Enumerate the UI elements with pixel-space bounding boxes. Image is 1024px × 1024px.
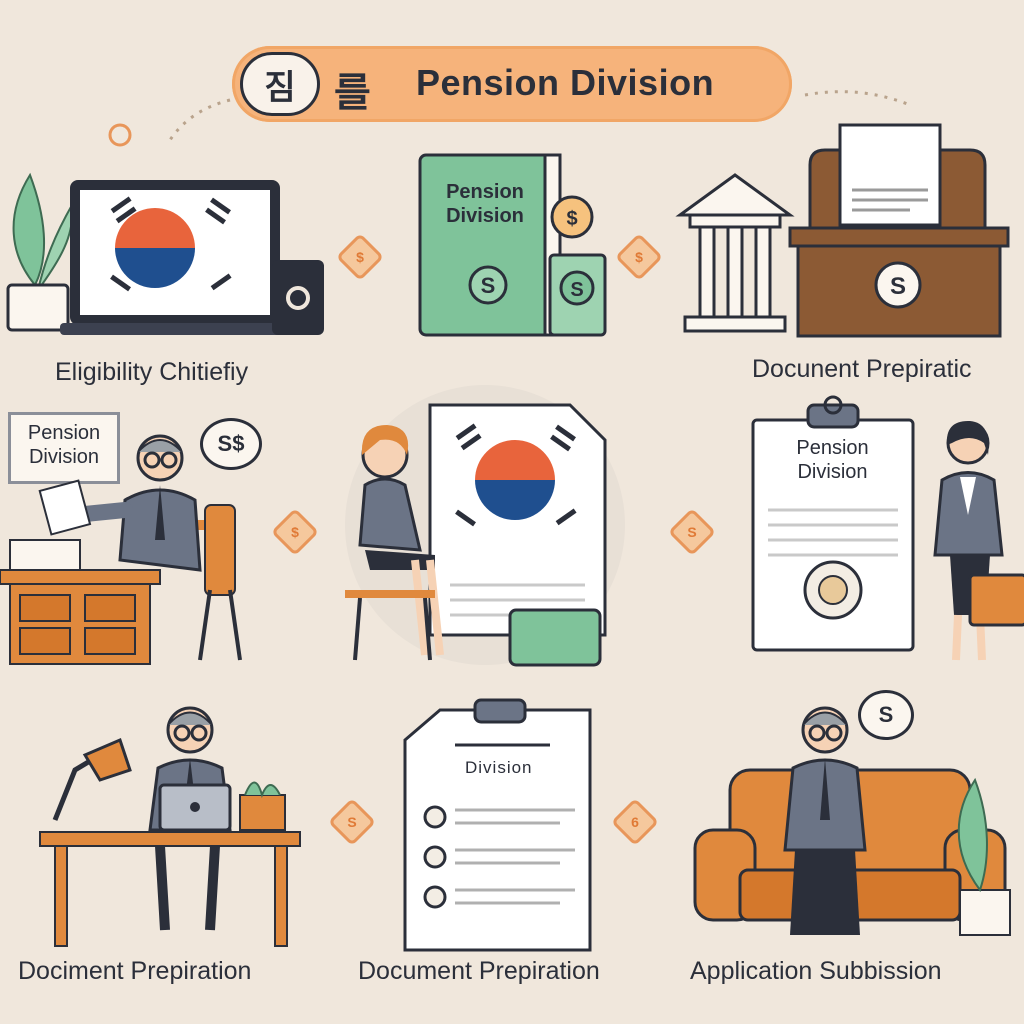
svg-text:S: S (570, 279, 583, 301)
pension-book-icon: S S $ (418, 153, 607, 337)
bank-building-icon (675, 173, 795, 333)
speech-bubble: S$ (200, 418, 262, 470)
step-label-application: Application Subbission (690, 957, 942, 985)
svg-text:S: S (890, 273, 906, 300)
step-label-document-left: Dociment Prepiration (18, 957, 252, 985)
counter-desk-icon: S (788, 123, 1010, 338)
connector-arrow: $ (270, 507, 320, 557)
office-worker-at-desk (0, 434, 242, 665)
speech-bubble: S (858, 690, 914, 740)
svg-text:S: S (481, 273, 496, 298)
clipboard-title: Division (465, 758, 533, 777)
step-label-document-top: Docunent Prepiratic (752, 355, 972, 383)
man-at-laptop-desk (39, 706, 301, 947)
potted-plant-icon (6, 172, 74, 332)
step-label-document-center: Document Prepiration (358, 957, 600, 985)
banner-badge: 짐 (240, 52, 320, 116)
laptop-flag-icon (60, 180, 324, 335)
svg-text:$: $ (566, 208, 577, 230)
connector-arrow: $ (335, 232, 385, 282)
dotted-decoration-right (804, 90, 911, 107)
pension-document-clipboard (751, 395, 915, 652)
woman-with-flag-document (345, 385, 625, 667)
man-on-sofa (693, 706, 1011, 936)
banner-title: Pension Division (416, 62, 715, 103)
dotted-decoration-left (108, 98, 231, 147)
connector-arrow: 6 (610, 797, 660, 847)
connector-arrow: S (667, 507, 717, 557)
connector-arrow: S (327, 797, 377, 847)
step-label-eligibility: Eligibility Chitiefiy (55, 358, 249, 386)
checklist-clipboard (403, 698, 592, 952)
woman-with-briefcase (933, 420, 1024, 661)
banner-glyph: 를 (334, 71, 371, 115)
connector-arrow: $ (614, 232, 664, 282)
title-banner (232, 46, 792, 122)
